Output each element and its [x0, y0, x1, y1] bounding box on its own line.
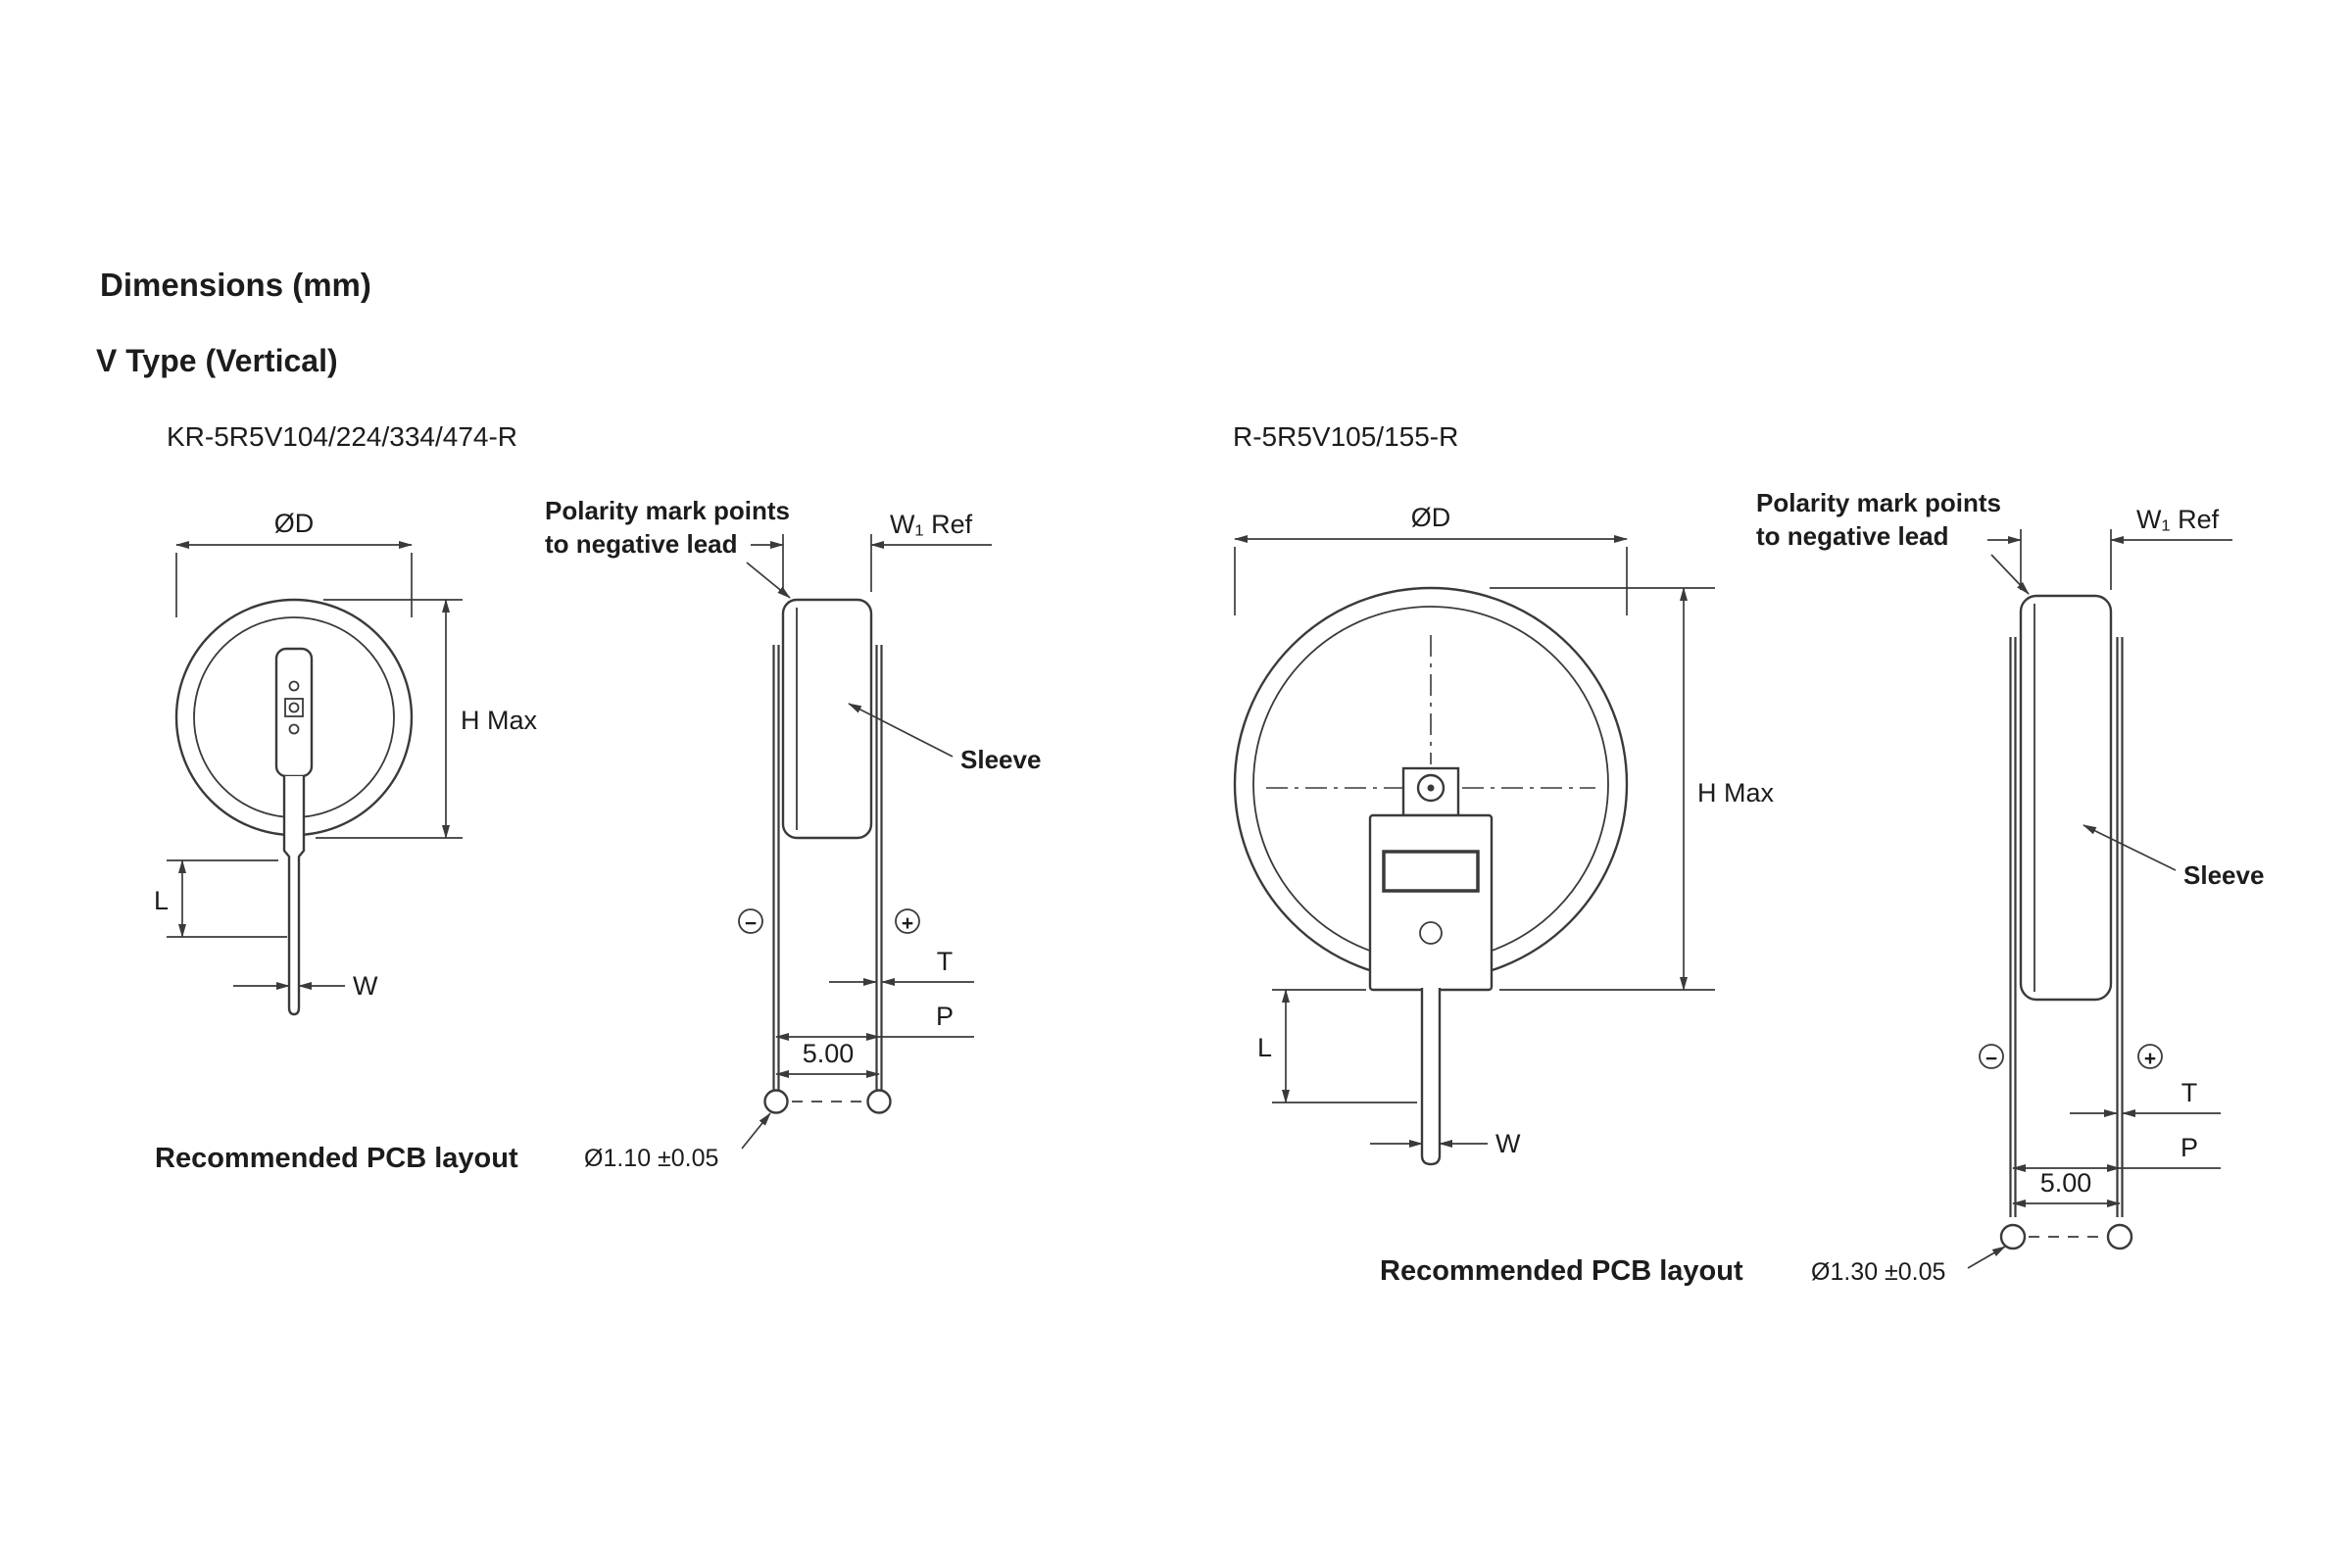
- right-front-view: [1233, 586, 1629, 1166]
- dim-thickness: T: [829, 947, 974, 986]
- polarity-symbols: − +: [738, 908, 920, 935]
- left-diagram: KR-5R5V104/224/334/474-R ØD H Max: [154, 421, 1041, 1174]
- dim-label-pitch: P: [2180, 1133, 2198, 1162]
- pcb-hole: [2106, 1223, 2133, 1250]
- lead-pin: [282, 776, 306, 1016]
- dim-diameter: ØD: [1234, 503, 1628, 615]
- terminal-block: [1368, 813, 1494, 992]
- leader-arrow: [1990, 554, 2030, 595]
- dim-lead-width: W: [1370, 1129, 1521, 1158]
- dim-label-lead-length: L: [1257, 1033, 1272, 1062]
- rivet-bottom: [288, 723, 300, 735]
- leader-arrow: [1967, 1246, 2006, 1269]
- dim-label-lead-length: L: [154, 886, 169, 915]
- dim-label-lead-width: W: [1495, 1129, 1521, 1158]
- sleeve-label: Sleeve: [960, 745, 1041, 774]
- hole-diameter-label: Ø1.30 ±0.05: [1811, 1258, 1945, 1286]
- block-hole: [1419, 921, 1443, 945]
- dim-height: H Max: [1490, 587, 1775, 991]
- dim-hole-pitch: 5.00: [775, 1039, 880, 1078]
- polarity-note-line1: Polarity mark points: [545, 496, 790, 525]
- minus-sign: −: [745, 912, 757, 935]
- polarity-note-line2: to negative lead: [1756, 521, 1949, 551]
- right-side-view: [2009, 594, 2124, 1217]
- dim-case-width: W₁ Ref: [751, 510, 992, 592]
- lead-pin: [1420, 988, 1442, 1166]
- sleeve-label: Sleeve: [2183, 860, 2264, 890]
- plus-sign: +: [902, 912, 913, 935]
- cell-side-body: [2019, 594, 2113, 1002]
- dim-label-height: H Max: [461, 706, 538, 735]
- plus-icon: [895, 908, 920, 934]
- terminal-slot: [1382, 850, 1480, 893]
- pcb-hole: [1999, 1223, 2027, 1250]
- dim-lead-length: L: [154, 859, 287, 938]
- section-subtitle: V Type (Vertical): [96, 343, 338, 378]
- sleeve-callout: Sleeve: [2082, 824, 2264, 890]
- dim-hole-pitch: 5.00: [2012, 1168, 2121, 1207]
- polarity-note-line1: Polarity mark points: [1756, 488, 2001, 517]
- cell-side-body: [781, 598, 873, 840]
- dim-pitch: P: [2012, 1133, 2221, 1172]
- leader-arrow: [848, 703, 954, 758]
- right-diagram: R-5R5V105/155-R ØD H Max: [1233, 421, 2264, 1287]
- left-side-view: [772, 598, 883, 1090]
- dim-thickness: T: [2070, 1078, 2221, 1117]
- page-title: Dimensions (mm): [100, 267, 371, 303]
- dim-label-thickness: T: [937, 947, 954, 976]
- hole-diameter-label: Ø1.10 ±0.05: [584, 1145, 718, 1172]
- dim-label-height: H Max: [1697, 778, 1775, 808]
- part-number: KR-5R5V104/224/334/474-R: [167, 421, 517, 452]
- plus-sign: +: [2144, 1048, 2156, 1070]
- left-front-view: [174, 598, 414, 1016]
- polarity-note: Polarity mark points to negative lead: [1756, 488, 2030, 595]
- pcb-layout-label: Recommended PCB layout: [1380, 1255, 1743, 1287]
- terminal-rivet-center: [1427, 784, 1435, 792]
- rivet-middle: [288, 702, 300, 713]
- dim-label-case-width: W₁ Ref: [2136, 505, 2220, 534]
- dim-lead-length: L: [1257, 989, 1417, 1103]
- pcb-hole: [763, 1089, 789, 1114]
- rivet-top: [288, 680, 300, 692]
- minus-icon: [1979, 1044, 2004, 1069]
- dim-label-diameter: ØD: [274, 509, 315, 538]
- pcb-layout-label: Recommended PCB layout: [155, 1143, 518, 1174]
- sleeve-callout: Sleeve: [848, 703, 1041, 774]
- minus-sign: −: [1985, 1048, 1997, 1070]
- dim-label-hole-pitch: 5.00: [2040, 1168, 2092, 1198]
- polarity-symbols: − +: [1979, 1044, 2163, 1070]
- polarity-note-line2: to negative lead: [545, 529, 738, 559]
- leader-arrow: [2082, 824, 2177, 871]
- plus-icon: [2137, 1044, 2163, 1069]
- dim-lead-width: W: [233, 971, 378, 1001]
- dim-label-thickness: T: [2181, 1078, 2198, 1107]
- dim-diameter: ØD: [175, 509, 413, 617]
- dim-pitch: P: [775, 1002, 974, 1041]
- dim-height: H Max: [316, 599, 538, 839]
- dim-case-width: W₁ Ref: [1987, 505, 2232, 590]
- dim-label-lead-width: W: [353, 971, 378, 1001]
- part-number: R-5R5V105/155-R: [1233, 421, 1458, 452]
- pcb-hole: [866, 1089, 892, 1114]
- dim-label-hole-pitch: 5.00: [803, 1039, 855, 1068]
- polarity-note: Polarity mark points to negative lead: [545, 496, 791, 599]
- polarity-mark-square: [284, 698, 304, 717]
- pcb-layout: Ø1.10 ±0.05 Recommended PCB layout: [155, 1089, 892, 1174]
- dim-label-diameter: ØD: [1411, 503, 1451, 532]
- leader-arrow: [741, 1112, 771, 1150]
- minus-icon: [738, 908, 763, 934]
- dim-label-pitch: P: [936, 1002, 954, 1031]
- dim-label-case-width: W₁ Ref: [890, 510, 973, 539]
- pcb-layout: Ø1.30 ±0.05 Recommended PCB layout: [1380, 1223, 2133, 1287]
